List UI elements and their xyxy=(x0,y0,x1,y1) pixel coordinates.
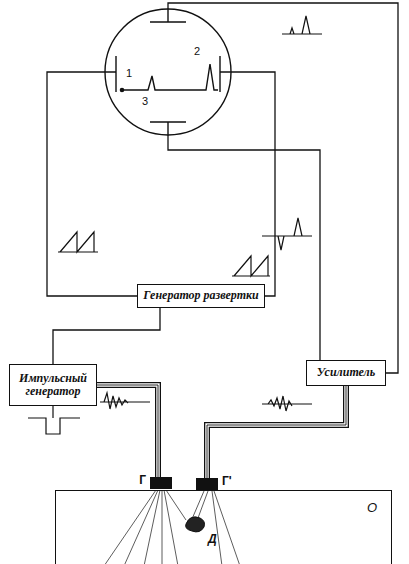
process-box: Генератор развертки xyxy=(137,284,265,308)
sweep-trace xyxy=(120,64,218,90)
part-label: Г' xyxy=(222,475,232,487)
beam-line xyxy=(124,490,158,564)
cable-core xyxy=(97,385,158,477)
oscillation-waveform xyxy=(100,393,150,409)
cable-gap xyxy=(207,386,346,478)
crt-screen: 1 3 2 xyxy=(104,8,232,136)
wire-line xyxy=(168,136,320,360)
defect xyxy=(186,517,205,532)
part-label: Д xyxy=(208,533,217,545)
sawtooth-waveform xyxy=(232,256,270,276)
pulse-waveform xyxy=(28,406,80,434)
beam-line xyxy=(212,491,222,564)
beam-line xyxy=(198,491,208,518)
beam-line xyxy=(162,490,163,564)
beam-line xyxy=(192,491,204,519)
box-label: Генератор развертки xyxy=(143,289,259,302)
deflection-plate xyxy=(220,56,232,92)
probe-transducer: Г xyxy=(150,477,172,489)
beam-line xyxy=(214,491,240,564)
cable-sheath xyxy=(97,385,158,477)
deflection-plate xyxy=(150,8,186,22)
wire-connector xyxy=(53,308,160,364)
box-label: Импульсный генератор xyxy=(14,372,92,398)
wire-line xyxy=(232,72,275,296)
cable-connector xyxy=(97,385,158,477)
trace-start xyxy=(120,88,123,91)
process-box: Усилитель xyxy=(306,360,386,386)
process-box: Импульсный генератор xyxy=(9,364,97,406)
test-object: О xyxy=(55,490,392,564)
wire-connector xyxy=(232,72,275,296)
wire-connector xyxy=(168,136,320,360)
deflection-plate xyxy=(104,56,116,92)
wire-line xyxy=(53,308,160,364)
box-label: Усилитель xyxy=(317,366,375,379)
part-label: Г xyxy=(139,474,146,486)
oscillation-waveform xyxy=(262,396,312,411)
cable-connector xyxy=(207,386,346,478)
pulse-waveform xyxy=(282,16,322,34)
crt-tube xyxy=(104,8,232,136)
cable-sheath xyxy=(207,386,346,478)
callout-number: 3 xyxy=(142,96,148,107)
callout-number: 2 xyxy=(194,46,200,57)
cable-core xyxy=(207,386,346,478)
beam-line xyxy=(144,490,160,564)
pulse-waveform xyxy=(262,218,312,250)
part-label: О xyxy=(367,501,377,514)
callout-number: 1 xyxy=(126,68,132,79)
beam-line xyxy=(164,490,178,564)
beam-line xyxy=(166,490,186,520)
deflection-plate xyxy=(150,122,186,136)
cable-gap xyxy=(97,385,158,477)
sawtooth-waveform xyxy=(58,232,98,252)
probe-transducer: Г' xyxy=(196,478,218,490)
